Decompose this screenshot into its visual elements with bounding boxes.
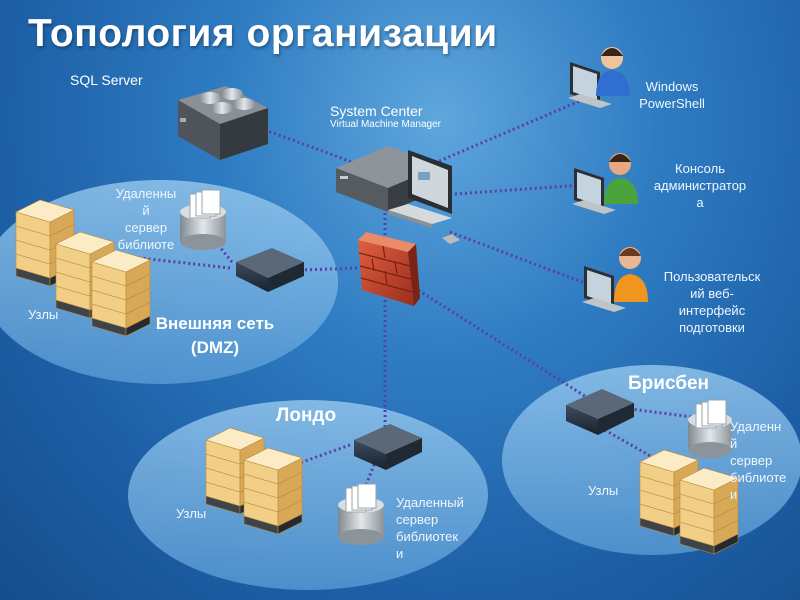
self-service-label: Пользовательск ий веб- интерфейс подгото… <box>650 268 774 336</box>
brisbane-library-label: Удаленн й сервер библиоте и <box>730 418 798 503</box>
page-title: Топология организации <box>28 12 498 55</box>
dmz-node-servers <box>15 199 151 337</box>
self-service-label-line2: ий веб- <box>690 286 734 301</box>
sql-server-machine <box>178 86 268 160</box>
brisbane-site-name: Брисбен <box>628 373 710 394</box>
london-site-name: Лондо <box>276 405 337 426</box>
dmz-network-name: Внешняя сеть (DMZ) <box>150 312 280 360</box>
dmz-zone <box>0 180 338 384</box>
firewall <box>358 232 420 306</box>
system-center-logo-text: System Center <box>330 103 423 119</box>
brisbane-library-label-line2: й <box>730 436 738 451</box>
powershell-label-line2: PowerShell <box>639 96 705 111</box>
powershell-label: Windows PowerShell <box>626 78 718 112</box>
dmz-network-name-line1: Внешняя сеть <box>155 314 275 333</box>
webportal-workstation <box>582 247 648 312</box>
brisbane-library-label-line5: и <box>730 487 738 502</box>
dmz-library-label-line2: й <box>142 203 150 218</box>
dmz-library-label-line4: библиоте <box>117 237 175 252</box>
self-service-label-line4: подготовки <box>679 320 745 335</box>
dmz-library-label: Удаленны й сервер библиоте <box>104 185 188 253</box>
user-avatar-orange <box>614 247 648 302</box>
dmz-library-label-line3: сервер <box>124 220 168 235</box>
brisbane-nodes-label: Узлы <box>588 483 619 498</box>
dmz-network-name-line2: (DMZ) <box>190 338 240 357</box>
sql-server-logo-text: SQL Server <box>70 72 143 88</box>
user-avatar-green <box>604 153 638 204</box>
london-library-label-line1: Удаленный <box>396 495 464 510</box>
admin-console-label-line3: а <box>696 195 704 210</box>
brisbane-switch <box>566 389 634 435</box>
self-service-label-line3: интерфейс <box>678 303 746 318</box>
dmz-library-server <box>180 189 226 250</box>
server-stack <box>243 447 303 535</box>
brisbane-node-servers <box>639 449 739 555</box>
london-library-label-line4: и <box>396 546 404 561</box>
sql-server-logo: SQL Server <box>70 72 143 90</box>
powershell-label-line1: Windows <box>645 79 699 94</box>
admin-workstation <box>572 153 638 214</box>
brisbane-library-label-line4: библиоте <box>730 470 787 485</box>
admin-console-label: Консоль администратор а <box>634 160 766 211</box>
admin-console-label-line1: Консоль <box>675 161 725 176</box>
dmz-switch <box>236 248 304 292</box>
vmm-logo-text: Virtual Machine Manager <box>330 119 441 130</box>
admin-console-label-line2: администратор <box>653 178 747 193</box>
self-service-label-line1: Пользовательск <box>663 269 761 284</box>
server-stack <box>91 249 151 337</box>
brisbane-library-label-line3: сервер <box>730 453 773 468</box>
london-library-label-line3: библиотек <box>396 529 459 544</box>
dmz-library-label-line1: Удаленны <box>115 186 177 201</box>
dmz-nodes-label: Узлы <box>28 307 59 322</box>
london-library-label: Удаленный сервер библиотек и <box>396 494 464 562</box>
london-nodes-label: Узлы <box>176 506 207 521</box>
london-switch <box>354 424 422 470</box>
server-stack <box>679 467 739 555</box>
london-library-server <box>338 483 384 545</box>
brisbane-library-label-line1: Удаленн <box>730 419 782 434</box>
vmm-monitor <box>388 150 460 244</box>
system-center-logo: System Center Virtual Machine Manager <box>330 103 441 131</box>
brisbane-library-server <box>688 399 732 458</box>
powershell-workstation <box>568 47 630 108</box>
london-library-label-line2: сервер <box>396 512 439 527</box>
london-node-servers <box>205 427 303 535</box>
user-avatar-blue <box>596 47 630 96</box>
